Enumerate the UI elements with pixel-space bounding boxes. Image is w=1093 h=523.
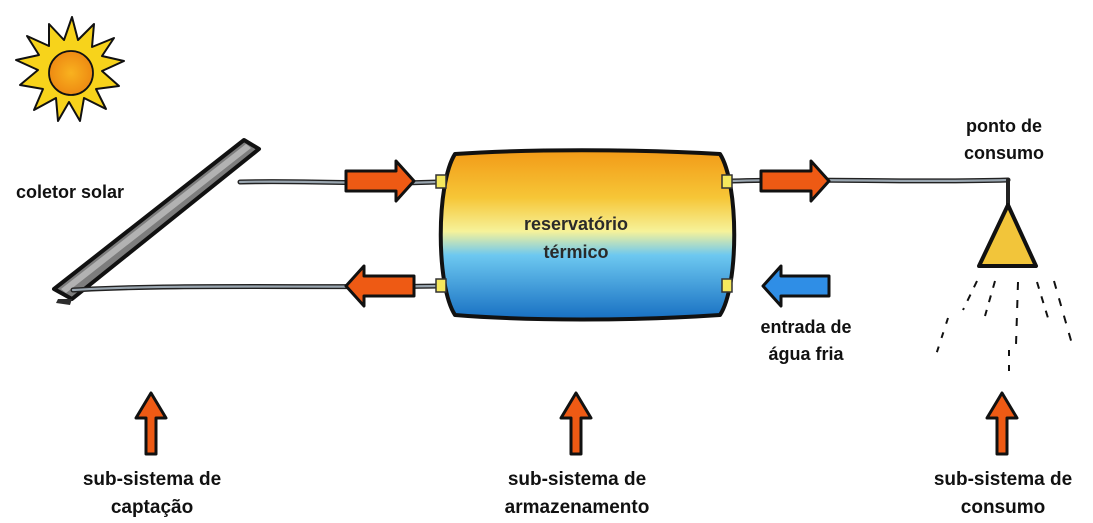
- capture-subsystem-label-line2: captação: [111, 497, 193, 518]
- solar-collector-icon: [52, 138, 261, 305]
- flow-arrow-to-tank: [344, 159, 416, 203]
- thermal-reservoir: reservatório térmico: [435, 148, 737, 322]
- storage-subsystem-arrow: [559, 391, 593, 456]
- capture-subsystem-label-line1: sub-sistema de: [83, 469, 221, 490]
- consumption-subsystem-arrow: [985, 391, 1019, 456]
- shower-head-icon: [934, 203, 1073, 372]
- collector-label: coletor solar: [16, 182, 124, 202]
- tank-label-line1: reservatório: [524, 214, 628, 234]
- capture-subsystem-arrow: [134, 391, 168, 456]
- cold-water-label-line1: entrada de: [760, 317, 851, 337]
- cold-water-label-line2: água fria: [768, 344, 844, 364]
- storage-subsystem-label-line2: armazenamento: [505, 497, 650, 518]
- tank-label-line2: térmico: [543, 242, 608, 262]
- cold-water-inlet-arrow: [761, 264, 831, 308]
- flow-arrow-to-consumer: [759, 159, 831, 203]
- consumption-point-label-line2: consumo: [964, 143, 1044, 163]
- consumption-subsystem-label-line2: consumo: [961, 497, 1045, 518]
- consumption-point-label-line1: ponto de: [966, 116, 1042, 136]
- flow-arrow-from-tank: [344, 264, 416, 308]
- consumption-subsystem-label-line1: sub-sistema de: [934, 469, 1072, 490]
- sun-icon: [15, 16, 125, 122]
- storage-subsystem-label-line1: sub-sistema de: [508, 469, 646, 490]
